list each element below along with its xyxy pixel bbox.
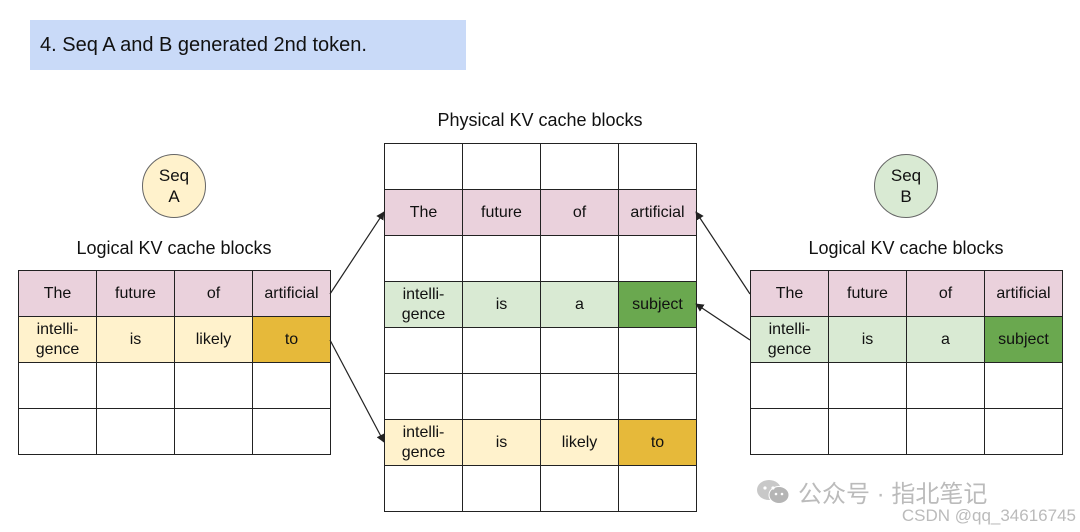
token-cell: intelli- gence <box>384 281 463 328</box>
seq-a-logical-title: Logical KV cache blocks <box>76 238 272 258</box>
arrow-b-block1-to-phys3 <box>695 303 751 341</box>
token-cell: artificial <box>984 270 1063 317</box>
token-cell <box>618 373 697 420</box>
token-cell <box>540 465 619 512</box>
block-row <box>18 408 331 455</box>
token-cell <box>984 362 1063 409</box>
token-cell <box>462 327 541 374</box>
token-cell: a <box>540 281 619 328</box>
arrow-b-block0-to-phys1 <box>695 211 751 295</box>
arrow-a-block1-to-phys6 <box>329 339 385 443</box>
token-cell <box>828 408 907 455</box>
token-cell: The <box>384 189 463 236</box>
token-cell <box>96 408 175 455</box>
token-cell: future <box>96 270 175 317</box>
block-row <box>18 362 331 409</box>
token-cell <box>618 465 697 512</box>
token-cell: is <box>462 281 541 328</box>
token-cell <box>96 362 175 409</box>
token-cell: likely <box>540 419 619 466</box>
token-cell: of <box>906 270 985 317</box>
token-cell: artificial <box>252 270 331 317</box>
token-cell: future <box>462 189 541 236</box>
token-cell: of <box>174 270 253 317</box>
slide-title-text: 4. Seq A and B generated 2nd token. <box>40 33 367 56</box>
block-row <box>384 143 697 190</box>
token-cell: is <box>96 316 175 363</box>
token-cell: The <box>18 270 97 317</box>
seq-b-logical-title: Logical KV cache blocks <box>808 238 1004 258</box>
token-cell <box>18 408 97 455</box>
token-cell <box>540 373 619 420</box>
token-cell <box>462 373 541 420</box>
wechat-watermark: 公众号 · 指北笔记 <box>756 474 987 509</box>
arrow-a-block0-to-phys1 <box>329 211 385 295</box>
token-cell: future <box>828 270 907 317</box>
token-cell: likely <box>174 316 253 363</box>
block-row <box>750 408 1063 455</box>
token-cell: intelli- gence <box>18 316 97 363</box>
physical-blocks-title: Physical KV cache blocks <box>437 110 643 130</box>
seq-a-circle-label: Seq A <box>158 166 190 206</box>
token-cell: a <box>906 316 985 363</box>
seq-b-circle: Seq B <box>874 154 938 218</box>
seq-b-circle-label: Seq B <box>890 166 922 206</box>
block-row <box>384 327 697 374</box>
token-cell: to <box>252 316 331 363</box>
watermark-credit: CSDN @qq_34616745 <box>901 506 1076 525</box>
token-cell <box>906 408 985 455</box>
watermark-channel: 公众号 · 指北笔记 <box>798 481 988 508</box>
slide-title: 4. Seq A and B generated 2nd token. <box>30 20 466 70</box>
token-cell <box>984 408 1063 455</box>
token-cell <box>828 362 907 409</box>
token-cell: is <box>462 419 541 466</box>
token-cell <box>384 465 463 512</box>
token-cell: of <box>540 189 619 236</box>
token-cell <box>252 408 331 455</box>
seq-a-circle: Seq A <box>142 154 206 218</box>
token-cell: to <box>618 419 697 466</box>
token-cell <box>618 235 697 282</box>
block-row <box>384 465 697 512</box>
token-cell <box>384 143 463 190</box>
wechat-icon <box>757 479 790 504</box>
token-cell: The <box>750 270 829 317</box>
token-cell <box>618 327 697 374</box>
token-cell: intelli- gence <box>750 316 829 363</box>
token-cell: subject <box>618 281 697 328</box>
block-row <box>384 235 697 282</box>
